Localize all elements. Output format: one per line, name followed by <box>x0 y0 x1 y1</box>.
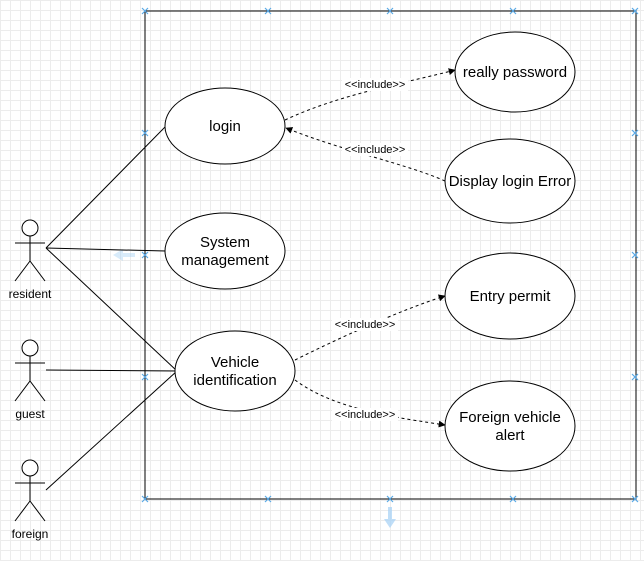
stick-figure-icon <box>14 459 46 522</box>
actor-guest[interactable]: guest <box>14 339 46 421</box>
stick-figure-icon <box>14 339 46 402</box>
use-case-system-management[interactable]: System management <box>164 212 286 290</box>
use-case-display-login-error[interactable]: Display login Error <box>444 138 576 224</box>
include-arrow[interactable] <box>284 68 456 121</box>
handle-x-icon[interactable] <box>141 495 149 503</box>
use-case-label: Entry permit <box>470 288 552 305</box>
association-line[interactable] <box>45 370 178 491</box>
connect-arrow-left-icon[interactable] <box>113 249 135 261</box>
handle-x-icon[interactable] <box>141 129 149 137</box>
include-label-background <box>332 408 398 421</box>
association-line[interactable] <box>45 369 178 372</box>
use-case-vehicle-identification[interactable]: Vehicle identification <box>174 330 296 412</box>
actor-resident[interactable]: resident <box>9 219 52 301</box>
association-lines <box>45 125 178 491</box>
use-case-label: alert <box>495 427 525 444</box>
include-arrow[interactable] <box>285 127 446 182</box>
include-label: <<include>> <box>345 144 406 156</box>
actor-foreign[interactable]: foreign <box>12 459 49 541</box>
handle-x-icon[interactable] <box>631 7 639 15</box>
use-case-label: Display login Error <box>449 173 572 190</box>
actor-label: foreign <box>12 527 49 541</box>
handle-x-icon[interactable] <box>264 495 272 503</box>
use-case-entry-permit[interactable]: Entry permit <box>444 252 576 340</box>
handle-x-icon[interactable] <box>631 129 639 137</box>
use-case-label: System <box>200 234 250 251</box>
include-label-background <box>342 143 408 156</box>
handle-x-icon[interactable] <box>509 7 517 15</box>
connect-arrow-down-icon[interactable] <box>384 507 396 528</box>
handle-x-icon[interactable] <box>631 495 639 503</box>
selection-handles[interactable] <box>141 7 639 503</box>
use-case-label: really password <box>463 64 567 81</box>
use-case-label: Vehicle <box>211 354 259 371</box>
handle-x-icon[interactable] <box>264 7 272 15</box>
handle-x-icon[interactable] <box>386 7 394 15</box>
include-relationship[interactable]: <<include>> <box>285 127 446 182</box>
include-label: <<include>> <box>335 319 396 331</box>
use-case-label: management <box>181 252 269 269</box>
handle-x-icon[interactable] <box>509 495 517 503</box>
include-relationship[interactable]: <<include>> <box>294 379 446 428</box>
association-line[interactable] <box>45 125 167 249</box>
include-relationship[interactable]: <<include>> <box>284 68 456 121</box>
use-case-label: Foreign vehicle <box>459 409 561 426</box>
include-label: <<include>> <box>335 409 396 421</box>
use-case-login[interactable]: login <box>164 87 286 165</box>
include-label-background <box>332 318 398 331</box>
handle-x-icon[interactable] <box>141 373 149 381</box>
actor-label: guest <box>15 407 45 421</box>
use-case-label: identification <box>193 372 276 389</box>
include-label-background <box>342 78 408 91</box>
use-case-label: login <box>209 118 241 135</box>
include-relationship[interactable]: <<include>> <box>294 294 446 361</box>
handle-x-icon[interactable] <box>141 7 149 15</box>
handle-x-icon[interactable] <box>386 495 394 503</box>
include-label: <<include>> <box>345 79 406 91</box>
association-line[interactable] <box>45 247 166 252</box>
association-line[interactable] <box>45 247 178 372</box>
handle-x-icon[interactable] <box>631 373 639 381</box>
use-case-foreign-vehicle-alert[interactable]: Foreign vehicle alert <box>444 380 576 472</box>
handle-x-icon[interactable] <box>631 251 639 259</box>
use-case-really-password[interactable]: really password <box>454 31 576 113</box>
include-relationships: <<include>> <<include>> <<include>> <<inclu… <box>284 68 456 428</box>
stick-figure-icon <box>14 219 46 282</box>
handle-x-icon[interactable] <box>141 251 149 259</box>
actor-label: resident <box>9 287 52 301</box>
